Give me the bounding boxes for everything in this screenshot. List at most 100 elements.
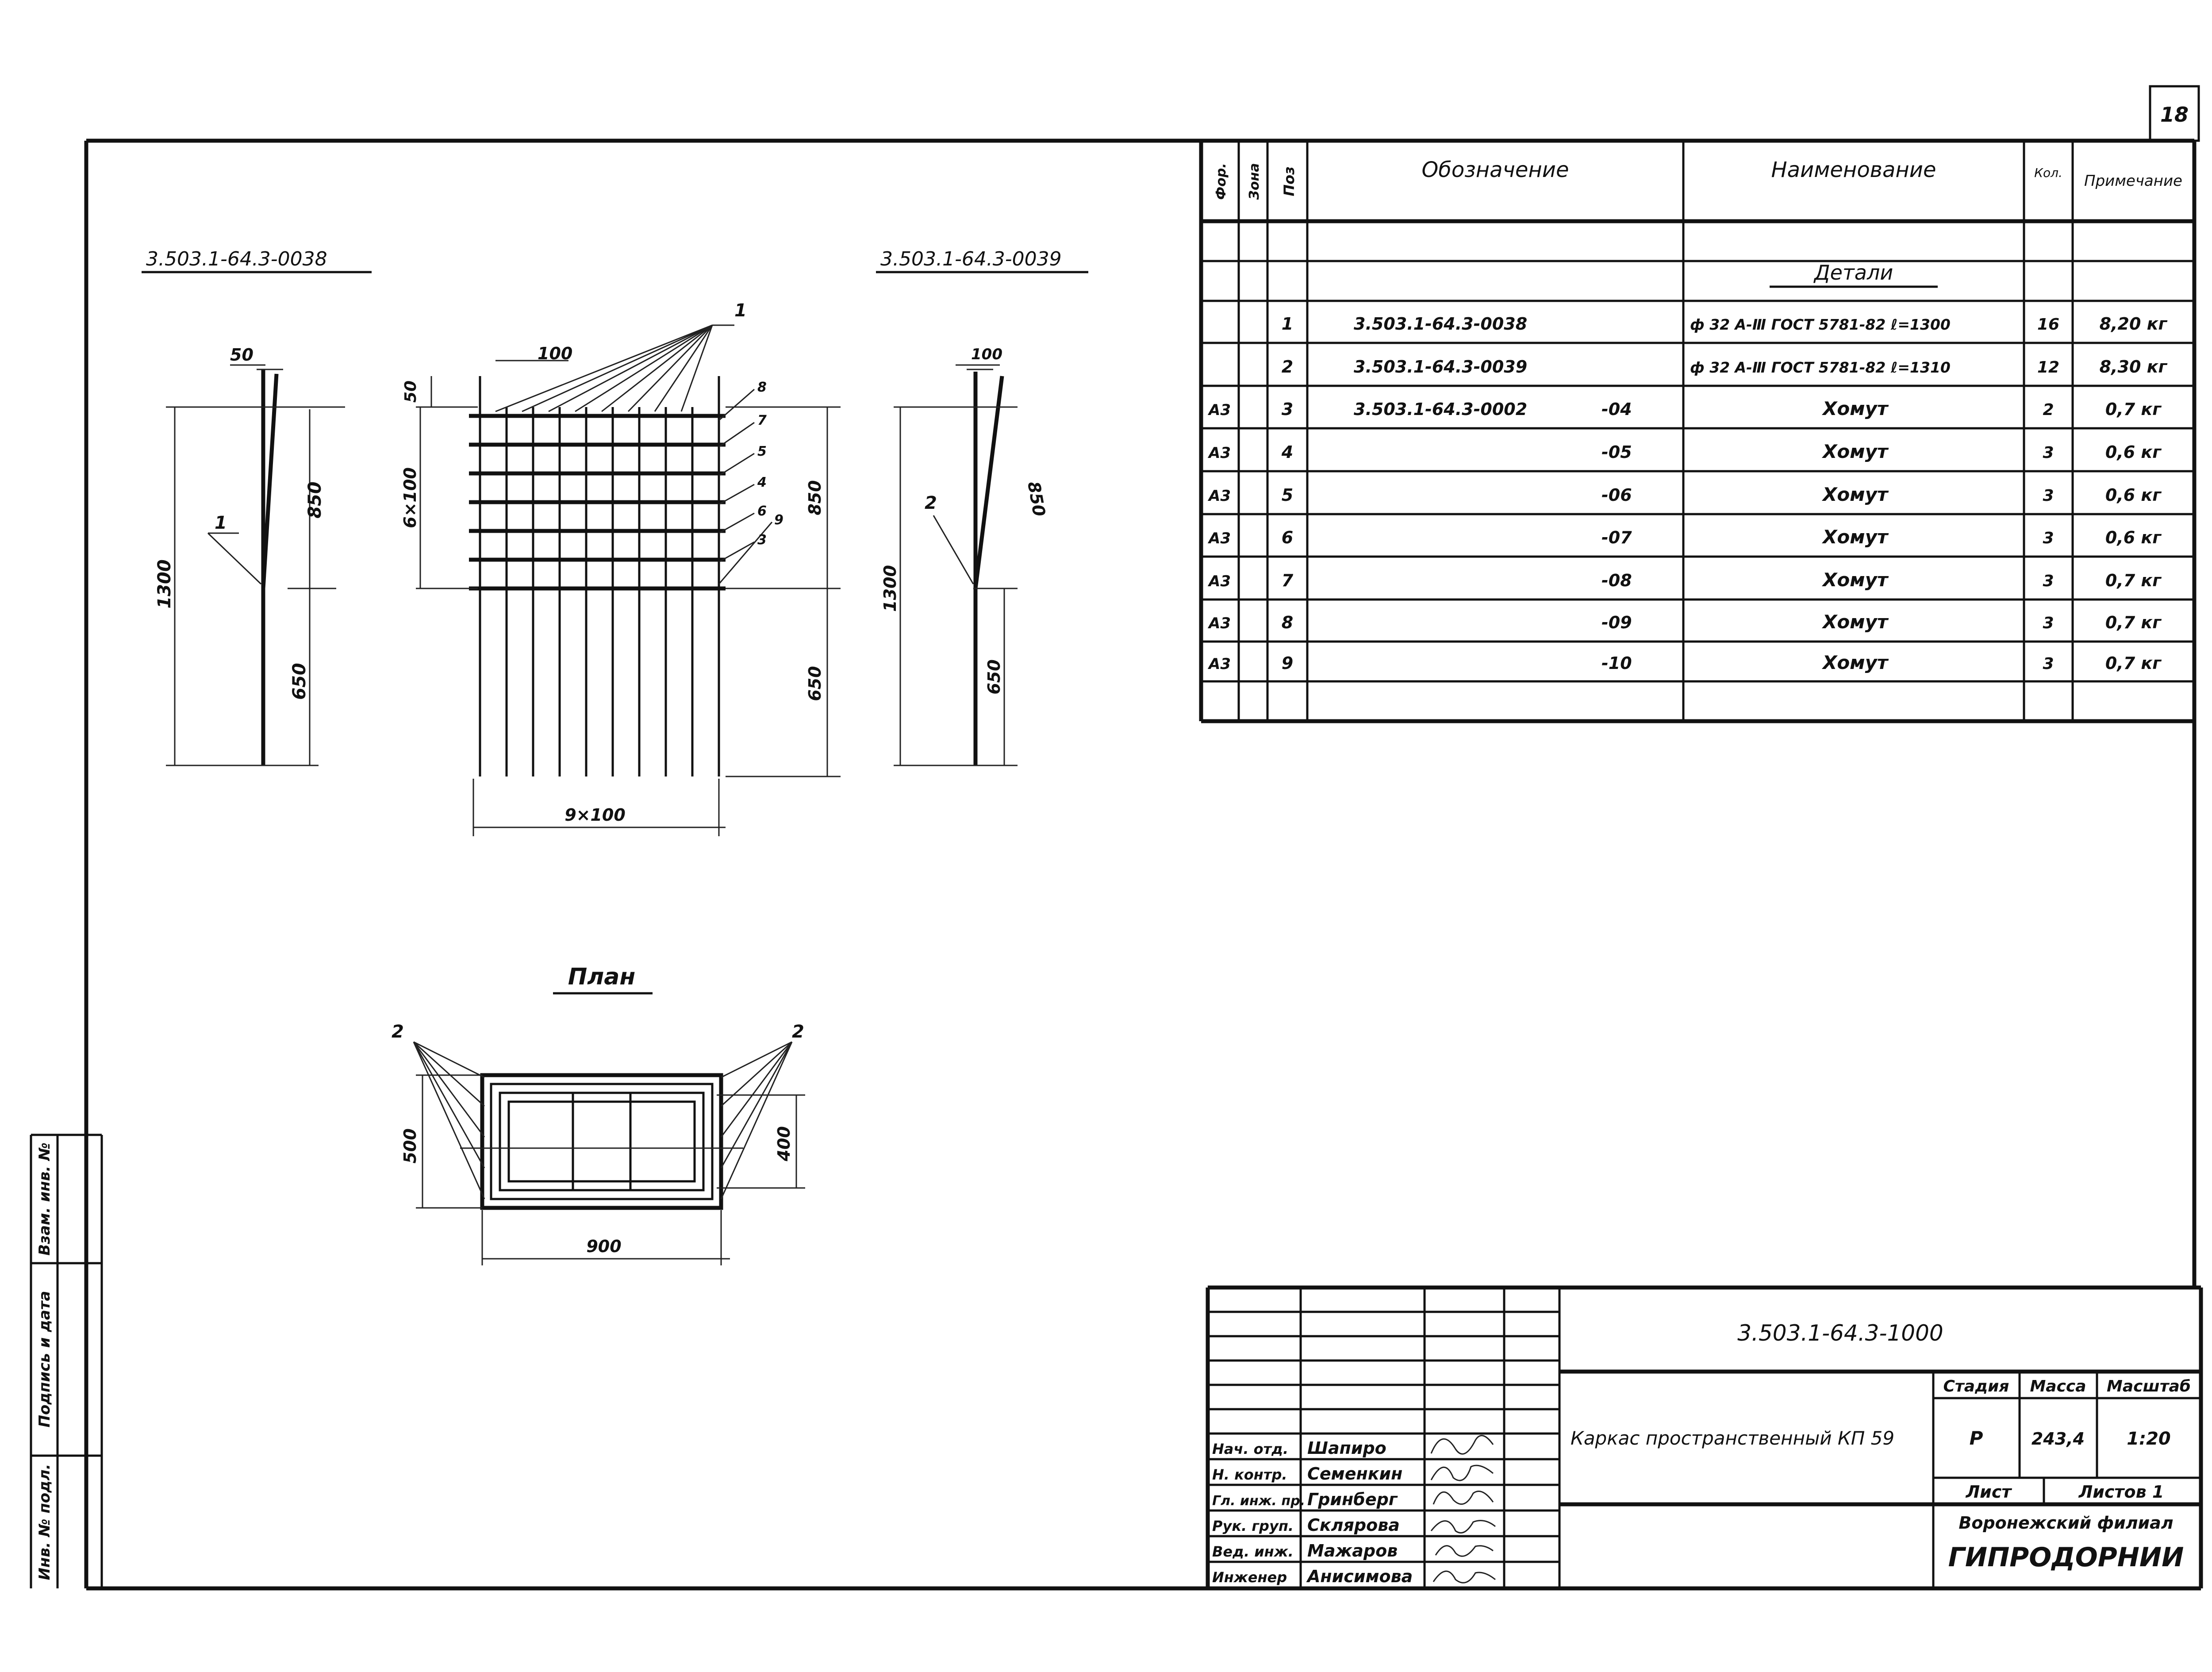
dim-right-100: 100 (971, 346, 1002, 363)
svg-text:0,6 кг: 0,6 кг (2105, 442, 2162, 462)
title-sheets-label: Листов 1 (2078, 1482, 2164, 1502)
person-role: Вед. инж. (1212, 1543, 1294, 1560)
person-name: Семенкин (1307, 1464, 1402, 1484)
dim-left-850: 850 (305, 481, 325, 519)
dim-cage-650: 650 (805, 666, 825, 701)
svg-text:8: 8 (1282, 613, 1293, 632)
svg-text:-09: -09 (1601, 613, 1632, 632)
callout-cage-5: 5 (757, 444, 767, 459)
svg-text:2: 2 (2043, 401, 2054, 419)
svg-text:Хомут: Хомут (1821, 652, 1889, 673)
title-block-grid (1206, 1285, 2201, 1588)
svg-text:3.503.1-64.3-0002: 3.503.1-64.3-0002 (1354, 400, 1527, 419)
spec-header-zone: Зона (1247, 163, 1262, 200)
svg-text:-05: -05 (1601, 442, 1632, 462)
title-stage-label: Стадия (1943, 1377, 2009, 1395)
callout-right-2: 2 (925, 493, 937, 513)
svg-text:А3: А3 (1207, 401, 1231, 419)
svg-text:2: 2 (1282, 357, 1293, 377)
svg-text:7: 7 (1282, 571, 1294, 590)
svg-text:0,6 кг: 0,6 кг (2105, 528, 2162, 547)
svg-text:Хомут: Хомут (1821, 484, 1889, 505)
callout-cage-6: 6 (757, 504, 767, 519)
person-role: Инженер (1212, 1569, 1287, 1586)
svg-text:-07: -07 (1601, 528, 1632, 547)
svg-text:16: 16 (2037, 315, 2059, 334)
svg-text:Хомут: Хомут (1821, 611, 1889, 633)
title-name: Каркас пространственный КП 59 (1571, 1427, 1894, 1449)
svg-text:0,7 кг: 0,7 кг (2105, 571, 2162, 590)
svg-text:9: 9 (1282, 653, 1293, 673)
spec-header-designation: Обозначение (1421, 158, 1569, 182)
svg-text:ф 32 А-Ⅲ ГОСТ 5781-82 ℓ=1300: ф 32 А-Ⅲ ГОСТ 5781-82 ℓ=1300 (1690, 316, 1951, 333)
dim-left-1300: 1300 (154, 559, 175, 608)
svg-text:5: 5 (1282, 485, 1293, 505)
title-org-line2: ГИПРОДОРНИИ (1948, 1542, 2184, 1573)
title-stage: Р (1970, 1427, 1983, 1449)
spec-header-format: Фор. (1214, 163, 1229, 200)
title-scale: 1:20 (2127, 1429, 2171, 1449)
svg-text:А3: А3 (1207, 530, 1231, 547)
svg-text:Хомут: Хомут (1821, 441, 1889, 462)
dim-cage-50: 50 (402, 381, 420, 403)
right-bar-detail (894, 364, 1018, 766)
svg-text:3.503.1-64.3-0038: 3.503.1-64.3-0038 (1354, 314, 1527, 334)
svg-text:0,7 кг: 0,7 кг (2105, 613, 2162, 632)
stamp-inv-replace: Взам. инв. № (36, 1142, 54, 1256)
spec-table-grid (1199, 141, 2196, 723)
spec-header-qty: Кол. (2034, 165, 2062, 180)
callout-cage-9: 9 (774, 512, 783, 528)
dim-cage-6x100: 6×100 (400, 467, 420, 528)
callout-cage-7: 7 (757, 413, 767, 428)
plan-view (413, 1041, 805, 1265)
svg-text:А3: А3 (1207, 487, 1231, 505)
callout-cage-4: 4 (757, 475, 767, 490)
left-bar-detail (166, 364, 345, 766)
svg-text:ф 32 А-Ⅲ ГОСТ 5781-82 ℓ=1310: ф 32 А-Ⅲ ГОСТ 5781-82 ℓ=1310 (1690, 359, 1951, 376)
dim-plan-400: 400 (774, 1126, 794, 1161)
spec-row: 2 3.503.1-64.3-0039 ф 32 А-Ⅲ ГОСТ 5781-8… (1282, 357, 2168, 377)
spec-row: А3 4 -05 Хомут 3 0,6 кг (1207, 441, 2162, 462)
signatures (1430, 1435, 1496, 1584)
dim-cage-850: 850 (805, 480, 825, 515)
spec-row: 1 3.503.1-64.3-0038 ф 32 А-Ⅲ ГОСТ 5781-8… (1282, 314, 2168, 334)
title-mass-label: Масса (2030, 1377, 2086, 1395)
svg-text:3: 3 (2043, 487, 2054, 505)
svg-text:0,7 кг: 0,7 кг (2105, 400, 2162, 419)
dim-cage-100: 100 (538, 344, 572, 363)
left-view-code: 3.503.1-64.3-0038 (146, 248, 327, 270)
person-role: Н. контр. (1212, 1466, 1287, 1483)
callout-cage-1: 1 (734, 300, 747, 321)
dim-cage-9x100: 9×100 (565, 805, 626, 825)
spec-row: А3 7 -08 Хомут 3 0,7 кг (1207, 569, 2162, 591)
dim-left-650: 650 (289, 663, 310, 700)
title-mass: 243,4 (2032, 1429, 2085, 1449)
svg-text:3: 3 (2043, 655, 2054, 673)
person-name: Мажаров (1307, 1541, 1398, 1561)
callout-cage-8: 8 (757, 380, 767, 395)
sheet-frame (84, 85, 2203, 1591)
title-sheet-label: Лист (1966, 1482, 2012, 1502)
side-stamp (30, 1134, 103, 1588)
svg-text:А3: А3 (1207, 444, 1231, 462)
dim-right-1300: 1300 (880, 565, 900, 612)
svg-text:Хомут: Хомут (1821, 569, 1889, 591)
svg-text:8,20 кг: 8,20 кг (2100, 314, 2168, 334)
spec-row: А3 6 -07 Хомут 3 0,6 кг (1207, 526, 2162, 548)
title-doc-code: 3.503.1-64.3-1000 (1737, 1320, 1943, 1346)
callout-plan-right-2: 2 (792, 1022, 804, 1042)
svg-text:Хомут: Хомут (1821, 526, 1889, 548)
svg-text:0,7 кг: 0,7 кг (2105, 653, 2162, 673)
svg-text:12: 12 (2037, 358, 2059, 377)
svg-text:3: 3 (2043, 529, 2054, 547)
person-role: Нач. отд. (1212, 1441, 1288, 1457)
dim-right-850: 850 (1024, 480, 1049, 518)
spec-row: А3 5 -06 Хомут 3 0,6 кг (1207, 484, 2162, 505)
dim-right-650: 650 (984, 659, 1004, 694)
stamp-sign-date: Подпись и дата (36, 1291, 54, 1428)
spec-row: А3 8 -09 Хомут 3 0,7 кг (1207, 611, 2162, 633)
svg-text:-10: -10 (1601, 653, 1632, 673)
person-name: Склярова (1307, 1515, 1400, 1535)
dim-plan-500: 500 (400, 1128, 420, 1163)
svg-text:8,30 кг: 8,30 кг (2100, 357, 2168, 377)
